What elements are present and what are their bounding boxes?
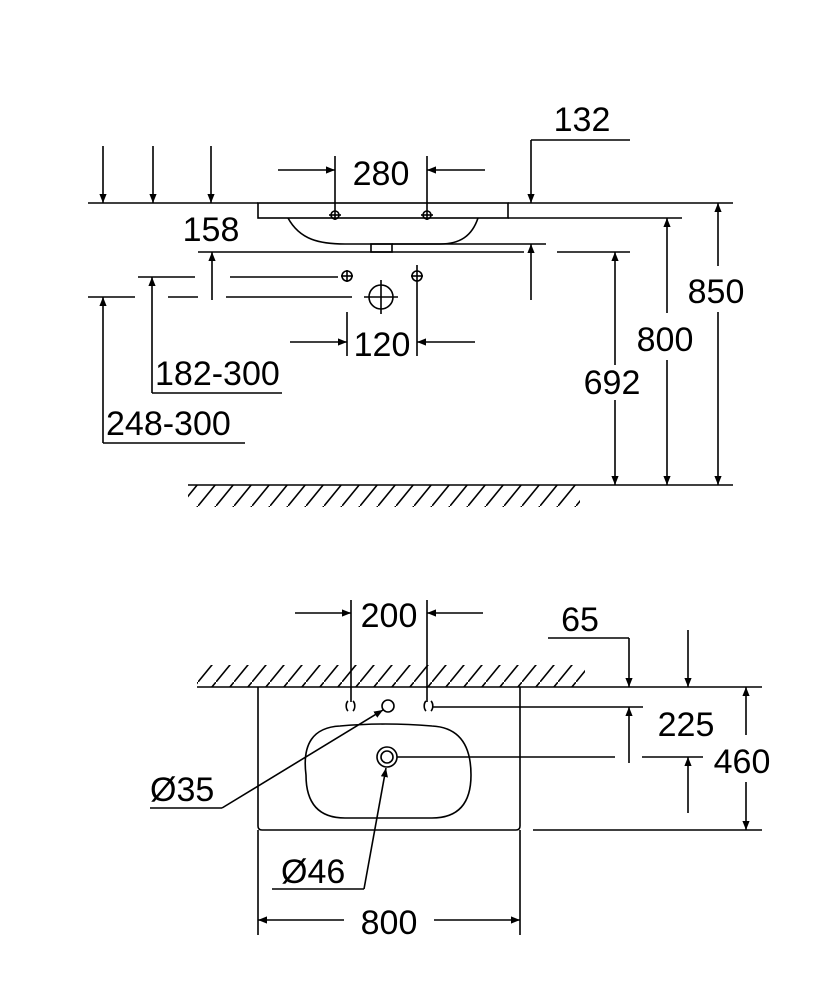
dim-depth-460: 460 [714,743,771,781]
drain-outlet [370,243,393,253]
dim-tap-spacing-280: 280 [353,155,410,193]
supply-connections [341,265,423,282]
dim-tap-hole-diameter-35: Ø35 [150,771,214,809]
dim-drain-height-692: 692 [584,364,641,402]
dim-trap-spacing-120: 120 [354,326,411,364]
basin-rim [257,202,509,219]
dim-tap-spacing-200: 200 [361,597,418,635]
dim-drain-diameter-46: Ø46 [281,853,345,891]
plan-view: 200 65 225 460 Ø35 Ø46 800 [150,597,770,942]
dim-tap-from-wall-65: 65 [561,601,599,639]
dim-drain-from-wall-225: 225 [658,706,715,744]
basin-bowl [287,217,479,245]
dim-supply-height-182-300: 182-300 [155,355,280,393]
dim-drain-depth-158: 158 [183,211,240,249]
dim-waste-height-248-300: 248-300 [106,405,231,443]
tap-hole [381,699,395,713]
dim-width-800: 800 [361,904,418,942]
tap-holes-optional [345,700,434,712]
dim-height-800: 800 [637,321,694,359]
dim-overflow-132: 132 [554,101,611,139]
waste-connection [364,280,398,314]
basin-outline [257,687,521,831]
bowl-outline [304,723,472,819]
wall-hatching [197,665,585,687]
dim-rim-height-850: 850 [688,273,745,311]
floor-hatching [188,485,580,507]
drain [376,746,398,768]
side-view: 280 132 158 120 182-300 [88,101,744,507]
